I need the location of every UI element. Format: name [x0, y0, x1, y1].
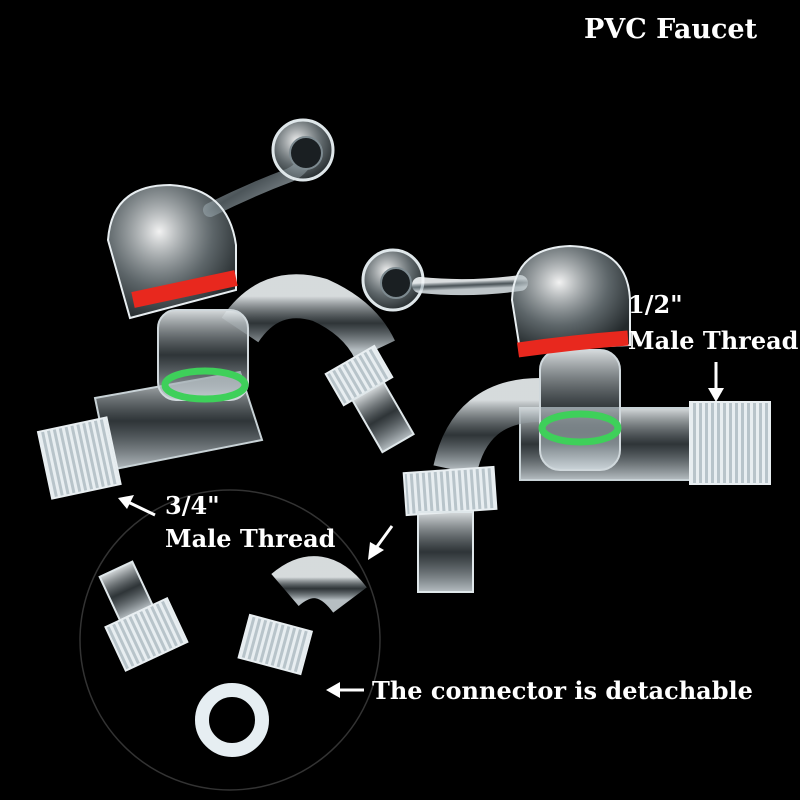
arrow-down-left-icon: [368, 525, 394, 560]
half-inch-thread-label: Male Thread: [628, 326, 799, 355]
three-quarter-thread-label: Male Thread: [165, 524, 336, 553]
arrow-down-icon: [708, 362, 724, 402]
right-faucet: [361, 244, 771, 593]
detail-inset: [79, 489, 381, 791]
page-title: PVC Faucet: [584, 14, 758, 45]
arrow-left-icon: [326, 682, 364, 698]
half-inch-size-label: 1/2": [628, 290, 683, 319]
left-faucet: [36, 118, 415, 500]
three-quarter-size-label: 3/4": [165, 491, 220, 520]
detachable-note: The connector is detachable: [372, 676, 753, 705]
arrow-up-left-icon: [118, 495, 156, 517]
